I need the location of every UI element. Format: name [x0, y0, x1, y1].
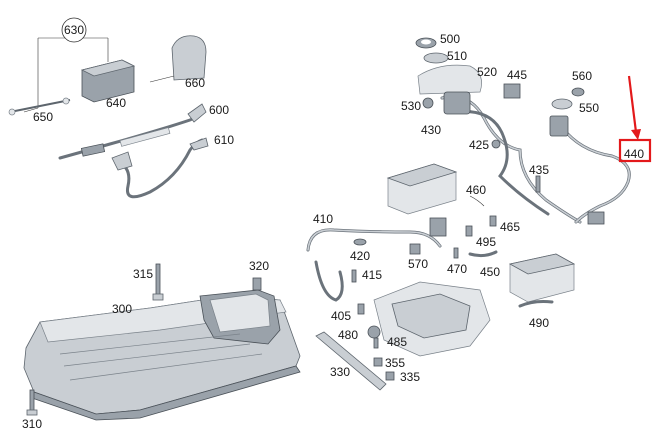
label-600: 600: [209, 103, 230, 117]
label-445: 445: [507, 68, 528, 82]
label-420: 420: [350, 249, 371, 263]
label-640: 640: [106, 96, 127, 110]
label-550: 550: [579, 101, 600, 115]
label-460: 460: [466, 183, 487, 197]
label-650: 650: [33, 110, 54, 124]
part-415-bolt: [351, 269, 357, 283]
part-335-nut: [385, 371, 395, 381]
part-410-harness: [306, 217, 447, 302]
label-630: 630: [64, 23, 85, 37]
label-450: 450: [480, 265, 501, 279]
part-640-bag: [80, 59, 136, 103]
part-charger-box: [508, 253, 576, 303]
part-motor: [373, 281, 491, 357]
part-530-grommet: [422, 97, 434, 109]
part-300-battery: [23, 289, 301, 421]
label-490: 490: [529, 316, 550, 330]
part-500-ring: [415, 37, 437, 49]
part-550-cover: [551, 98, 573, 110]
label-300: 300: [112, 302, 133, 316]
part-330-rail: [315, 331, 387, 391]
label-335: 335: [400, 370, 421, 384]
part-650-tool: [8, 97, 71, 116]
label-310: 310: [22, 417, 43, 431]
part-660-cover: [149, 35, 207, 83]
part-570-plug: [409, 243, 421, 255]
part-490-hose: [518, 300, 554, 308]
part-425-grommet: [491, 139, 501, 149]
part-600-cable: [58, 103, 207, 160]
part-420-grommet: [353, 238, 367, 246]
part-485-bolt: [373, 337, 379, 349]
part-inverter-box: [386, 163, 458, 215]
label-480: 480: [338, 328, 359, 342]
label-355: 355: [385, 356, 406, 370]
label-500: 500: [440, 32, 461, 46]
part-520-cover: [417, 64, 482, 95]
part-465-bolt: [489, 215, 497, 227]
part-435-bolt: [535, 175, 541, 193]
part-320-nut: [252, 277, 262, 291]
part-355-nut: [373, 357, 383, 367]
label-485: 485: [387, 335, 408, 349]
label-405: 405: [331, 309, 352, 323]
label-465: 465: [500, 220, 521, 234]
part-315-bolt: [152, 263, 164, 301]
part-310-bolt: [26, 389, 38, 416]
label-425: 425: [469, 138, 490, 152]
label-520: 520: [477, 65, 498, 79]
part-450-cable: [468, 250, 498, 258]
label-315: 315: [133, 267, 154, 281]
label-530: 530: [401, 99, 422, 113]
label-320: 320: [249, 259, 270, 273]
part-495-bolt: [465, 225, 473, 237]
label-410: 410: [313, 212, 334, 226]
label-660: 660: [185, 76, 206, 90]
label-560: 560: [572, 69, 593, 83]
label-610: 610: [214, 133, 235, 147]
part-510-seal: [423, 52, 449, 64]
part-405-bolt: [357, 303, 365, 315]
part-560-clip: [571, 87, 585, 97]
label-435: 435: [529, 163, 550, 177]
label-430: 430: [421, 123, 442, 137]
part-610-cable: [111, 137, 209, 199]
label-510: 510: [447, 49, 468, 63]
highlight-box-440: [618, 138, 652, 163]
part-480-clamp: [367, 325, 381, 339]
callout-circle-630: [61, 17, 87, 43]
part-460-clip: [469, 195, 485, 207]
part-445-connector: [503, 83, 521, 99]
part-440-harness: [549, 115, 631, 225]
label-495: 495: [476, 235, 497, 249]
label-570: 570: [408, 257, 429, 271]
label-415: 415: [362, 268, 383, 282]
label-440: 440: [624, 147, 645, 161]
highlight-arrow: [627, 75, 641, 140]
label-470: 470: [447, 262, 468, 276]
part-430-harness: [440, 91, 582, 224]
label-330: 330: [330, 365, 351, 379]
part-470-bolt: [453, 247, 459, 259]
